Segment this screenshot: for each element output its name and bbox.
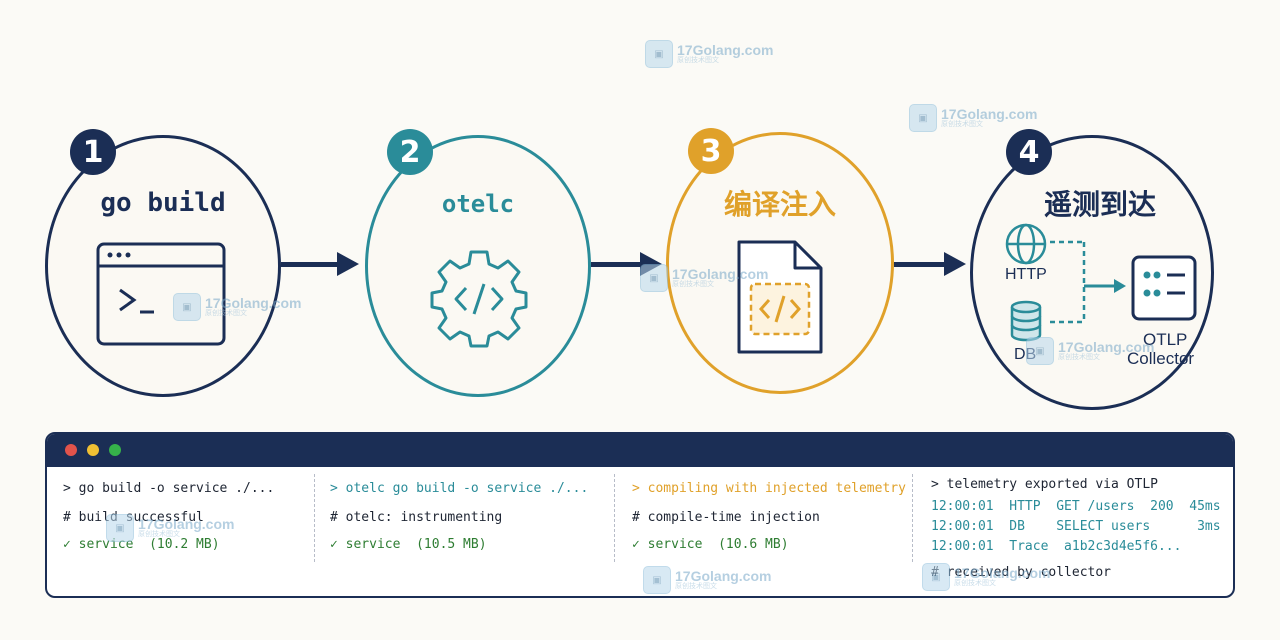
terminal-window-icon — [96, 242, 226, 346]
terminal-title-bar — [47, 434, 1233, 467]
pane-3-command: > compiling with injected telemetry — [632, 481, 906, 496]
collector-label-otlp: OTLP — [1143, 330, 1188, 349]
watermark-logo-icon: ▣ — [106, 514, 134, 542]
terminal-panel: > go build -o service ./... # build succ… — [45, 432, 1235, 598]
stage-3-badge: 3 — [688, 128, 734, 174]
collector-label-collector: Collector — [1127, 349, 1195, 368]
stage-4-title: 遥测到达 — [1043, 188, 1156, 221]
arrow-3-to-4 — [894, 252, 966, 276]
telemetry-row-trace: 12:00:01 Trace a1b2c3d4e5f6... — [931, 539, 1182, 554]
watermark-logo-icon: ▣ — [643, 566, 671, 594]
stage-4-badge: 4 — [1006, 129, 1052, 175]
pane-4-footer: # received by collector — [931, 565, 1112, 580]
watermark-logo-icon: ▣ — [909, 104, 937, 132]
stage-1-badge: 1 — [70, 129, 116, 175]
pane-divider-3 — [912, 474, 913, 562]
globe-icon — [1005, 223, 1047, 265]
stage-1-number: 1 — [82, 134, 104, 170]
watermark-logo-icon: ▣ — [645, 40, 673, 68]
pane-2-result: ✓ service (10.5 MB) — [330, 537, 487, 552]
code-file-icon — [737, 240, 823, 354]
stage-2-circle — [365, 135, 591, 397]
telemetry-row-http: 12:00:01 HTTP GET /users 200 45ms — [931, 499, 1221, 514]
pane-2-command: > otelc go build -o service ./... — [330, 481, 589, 496]
stage-1-title: go build — [100, 188, 226, 218]
stage-3-number: 3 — [700, 133, 722, 169]
pane-1-command: > go build -o service ./... — [63, 481, 275, 496]
arrow-2-to-3 — [591, 252, 662, 276]
stage-4-number: 4 — [1018, 134, 1040, 170]
arrow-1-to-2 — [281, 252, 359, 276]
stage-2-title: otelc — [441, 190, 515, 218]
minimize-dot-icon — [87, 444, 99, 456]
watermark-logo-icon: ▣ — [173, 293, 201, 321]
watermark-logo-icon: ▣ — [922, 563, 950, 591]
collector-list-icon — [1131, 255, 1197, 321]
dashed-connector-icon — [1050, 240, 1126, 324]
pane-3-comment: # compile-time injection — [632, 510, 820, 525]
watermark-logo-icon: ▣ — [1026, 337, 1054, 365]
pane-divider-1 — [314, 474, 315, 562]
close-dot-icon — [65, 444, 77, 456]
stage-2-number: 2 — [399, 134, 421, 170]
http-label: HTTP — [1005, 266, 1047, 283]
pane-4-command: > telemetry exported via OTLP — [931, 477, 1158, 492]
pane-2-comment: # otelc: instrumenting — [330, 510, 503, 525]
stage-3-title: 编译注入 — [723, 188, 836, 221]
stage-2-badge: 2 — [387, 129, 433, 175]
gear-code-icon — [430, 250, 528, 348]
database-icon — [1010, 300, 1042, 342]
telemetry-row-db: 12:00:01 DB SELECT users 3ms — [931, 519, 1221, 534]
pane-divider-2 — [614, 474, 615, 562]
pane-3-result: ✓ service (10.6 MB) — [632, 537, 789, 552]
watermark-logo-icon: ▣ — [640, 264, 668, 292]
maximize-dot-icon — [109, 444, 121, 456]
